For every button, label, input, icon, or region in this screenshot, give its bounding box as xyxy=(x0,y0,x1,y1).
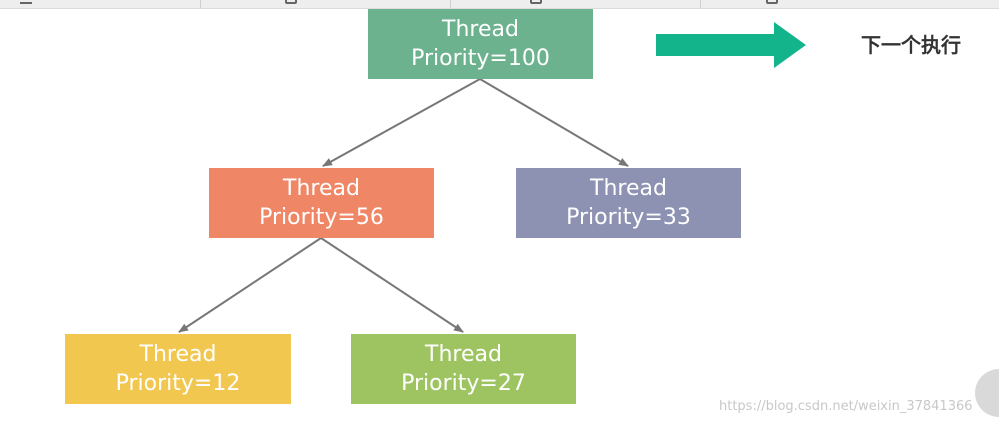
edge-root-right xyxy=(479,78,629,167)
info-icon[interactable] xyxy=(766,0,778,4)
next-execute-label: 下一个执行 xyxy=(861,33,961,57)
list-icon[interactable] xyxy=(20,0,32,4)
edge-root-left xyxy=(322,78,481,167)
node-title: Thread xyxy=(425,342,502,367)
comment-icon[interactable] xyxy=(530,0,542,4)
toolbar-divider xyxy=(200,0,201,8)
edge-left-lr xyxy=(320,237,464,333)
node-priority: Priority=56 xyxy=(259,205,384,230)
node-title: Thread xyxy=(139,342,217,367)
edge-left-ll xyxy=(178,237,322,333)
toolbar-divider xyxy=(450,0,451,8)
top-toolbar xyxy=(0,0,999,9)
node-thread-priority-100: Thread Priority=100 xyxy=(368,9,593,79)
watermark: https://blog.csdn.net/weixin_37841366 xyxy=(719,399,973,414)
node-priority: Priority=33 xyxy=(566,205,691,230)
node-title: Thread xyxy=(283,176,360,201)
floating-action-button[interactable] xyxy=(975,369,999,417)
next-arrow-icon xyxy=(656,22,806,68)
node-thread-priority-33: Thread Priority=33 xyxy=(516,168,741,238)
node-title: Thread xyxy=(442,17,519,42)
node-thread-priority-27: Thread Priority=27 xyxy=(351,334,576,404)
node-thread-priority-12: Thread Priority=12 xyxy=(65,334,291,404)
node-priority: Priority=27 xyxy=(401,371,526,396)
comment-icon[interactable] xyxy=(285,0,297,4)
node-title: Thread xyxy=(590,176,667,201)
node-priority: Priority=12 xyxy=(115,371,241,396)
node-thread-priority-56: Thread Priority=56 xyxy=(209,168,434,238)
toolbar-divider xyxy=(700,0,701,8)
node-priority: Priority=100 xyxy=(411,46,550,71)
